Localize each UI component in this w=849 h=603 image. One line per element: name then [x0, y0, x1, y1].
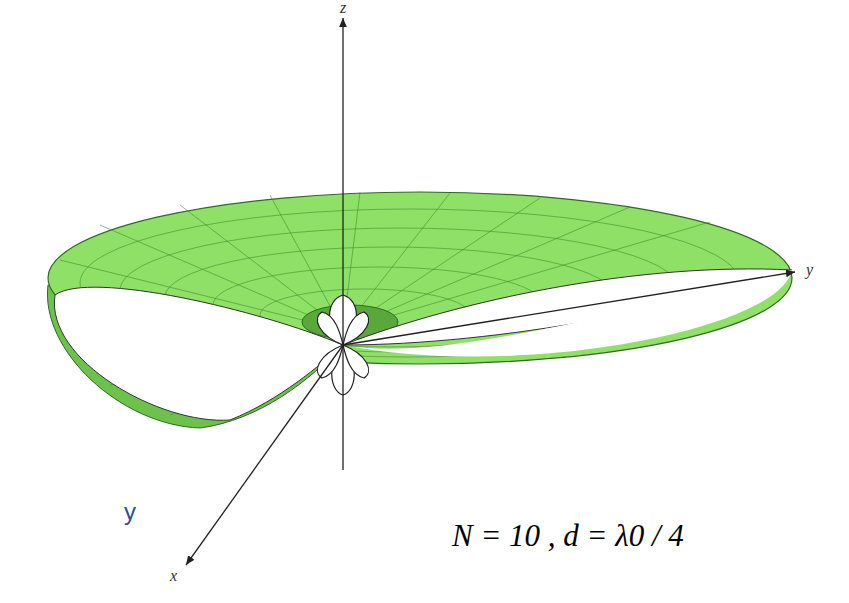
axis-label: z [340, 0, 346, 16]
axis-label: x [170, 568, 177, 584]
axis-label: y [806, 262, 813, 278]
annotation-label: y [124, 500, 136, 524]
parameter-label: N = 10 , d = λ0 / 4 [452, 520, 684, 551]
